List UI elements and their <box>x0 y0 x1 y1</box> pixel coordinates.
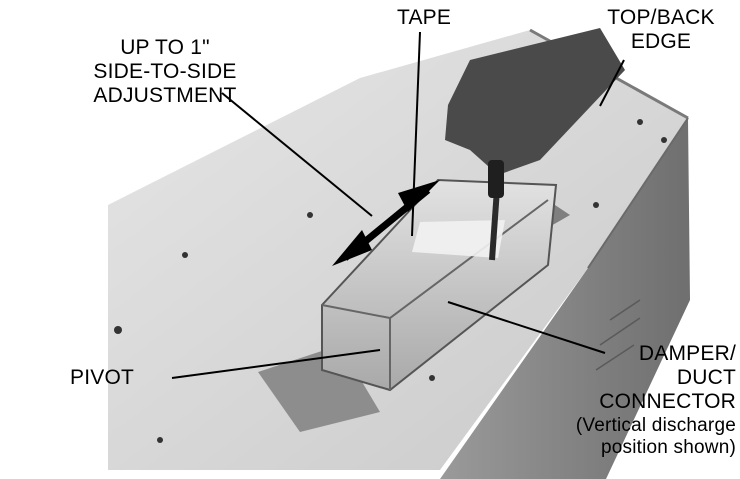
cabinet-side <box>440 118 690 479</box>
label-top-back-edge: TOP/BACK EDGE <box>607 6 715 53</box>
leader-pivot <box>171 349 381 379</box>
label-tape: TAPE <box>397 6 452 29</box>
label-pivot: PIVOT <box>70 366 135 389</box>
tape-strip <box>412 220 505 258</box>
label-damper-connector: DAMPER/ DUCT CONNECTOR <box>599 342 736 413</box>
leader-adjustment <box>221 92 373 217</box>
leader-damper <box>447 301 606 354</box>
hand <box>445 28 625 175</box>
leader-top-back-edge <box>599 59 625 107</box>
leader-lines <box>171 31 625 379</box>
label-adjustment: UP TO 1" SIDE-TO-SIDE ADJUSTMENT <box>93 36 237 107</box>
leader-tape <box>411 31 421 237</box>
label-discharge-note: (Vertical discharge position shown) <box>575 415 736 458</box>
